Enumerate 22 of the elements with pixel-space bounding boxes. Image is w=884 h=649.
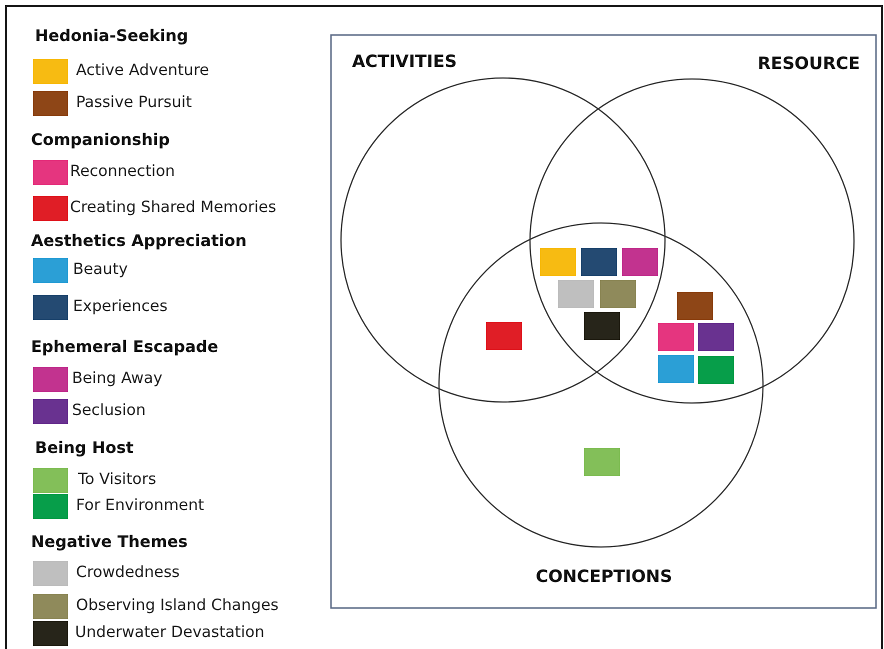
legend-heading: Aesthetics Appreciation — [31, 231, 247, 250]
legend-label: Seclusion — [72, 401, 146, 419]
legend-label: Beauty — [73, 260, 128, 278]
legend-heading: Ephemeral Escapade — [31, 337, 218, 356]
legend-label: Experiences — [73, 297, 168, 315]
legend-label: Active Adventure — [76, 61, 210, 79]
legend-label: Reconnection — [70, 162, 176, 180]
legend-label: Creating Shared Memories — [70, 198, 276, 216]
legend-label: Being Away — [72, 369, 162, 387]
set-label: ACTIVITIES — [352, 52, 457, 72]
legend-heading: Hedonia-Seeking — [35, 26, 188, 45]
legend-label: Crowdedness — [76, 563, 180, 581]
legend-heading: Being Host — [35, 438, 134, 457]
legend-heading: Companionship — [31, 130, 170, 149]
legend-heading: Negative Themes — [31, 532, 188, 551]
legend-label: Passive Pursuit — [76, 93, 192, 111]
legend-label: Observing Island Changes — [76, 596, 279, 614]
set-label: RESOURCE — [758, 54, 860, 74]
legend-label: To Visitors — [78, 470, 156, 488]
set-label: CONCEPTIONS — [536, 567, 672, 587]
legend-label: For Environment — [76, 496, 204, 514]
legend-label: Underwater Devastation — [75, 623, 264, 641]
